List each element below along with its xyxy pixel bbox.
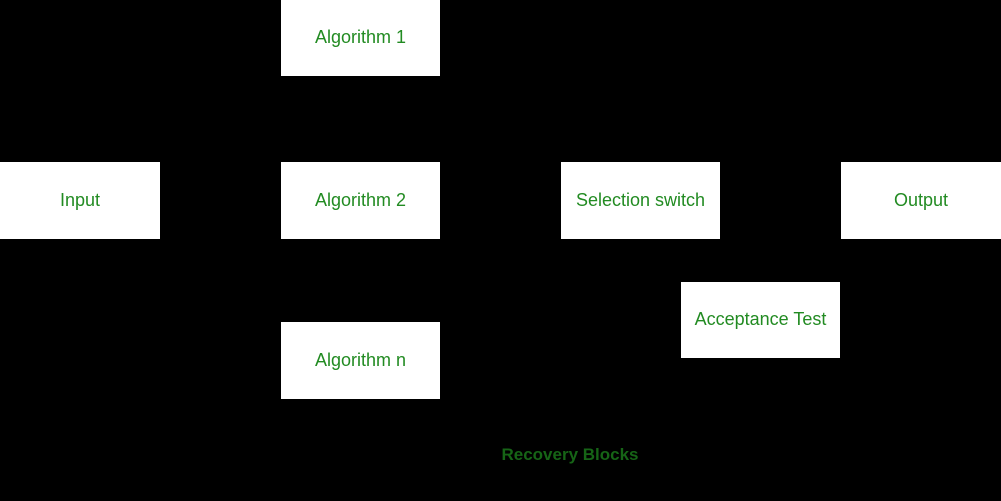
- node-input-label: Input: [59, 189, 101, 210]
- node-algorithm-2: Algorithm 2: [281, 162, 440, 239]
- node-selection-switch-label: Selection switch: [575, 189, 706, 210]
- node-algorithm-1-label: Algorithm 1: [314, 27, 407, 48]
- node-acceptance-test-label: Acceptance Test: [694, 309, 827, 330]
- node-algorithm-n-label: Algorithm n: [314, 349, 407, 370]
- node-selection-switch: Selection switch: [561, 162, 720, 239]
- node-input: Input: [0, 162, 160, 239]
- diagram-caption: Recovery Blocks: [501, 445, 639, 464]
- node-output-label: Output: [893, 189, 949, 210]
- node-acceptance-test: Acceptance Test: [681, 282, 840, 358]
- node-output: Output: [841, 162, 1001, 239]
- node-algorithm-n: Algorithm n: [281, 322, 440, 399]
- node-algorithm-2-label: Algorithm 2: [314, 189, 407, 210]
- node-algorithm-1: Algorithm 1: [281, 0, 440, 76]
